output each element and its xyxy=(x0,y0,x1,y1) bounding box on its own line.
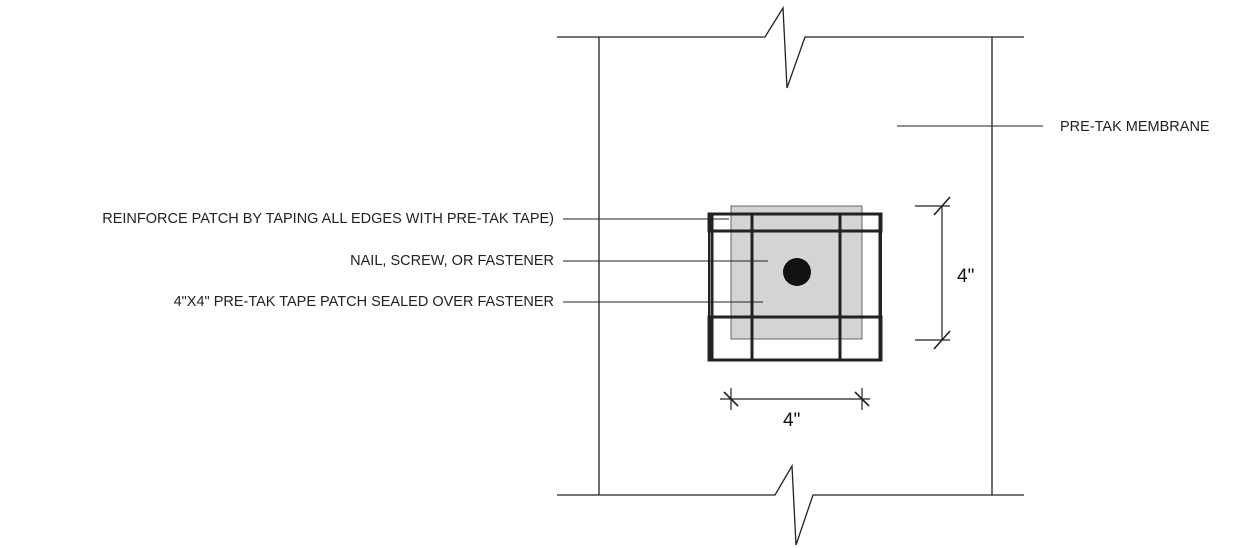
membrane-label: PRE-TAK MEMBRANE xyxy=(1060,119,1210,135)
reinforcing-tape-strips xyxy=(707,212,883,362)
patch-label: 4"X4" PRE-TAK TAPE PATCH SEALED OVER FAS… xyxy=(173,294,554,310)
reinforce-label: REINFORCE PATCH BY TAPING ALL EDGES WITH… xyxy=(102,211,554,227)
tape-outer-frame xyxy=(708,213,882,361)
horizontal-dimension xyxy=(720,388,870,410)
fastener-label: NAIL, SCREW, OR FASTENER xyxy=(350,253,554,269)
horizontal-dimension-label: 4" xyxy=(783,410,801,431)
vertical-dimension-label: 4" xyxy=(957,266,975,287)
bottom-break-line xyxy=(557,463,1024,546)
top-break-line xyxy=(557,5,1024,89)
fastener-dot xyxy=(783,258,811,286)
vertical-dimension xyxy=(915,196,951,350)
